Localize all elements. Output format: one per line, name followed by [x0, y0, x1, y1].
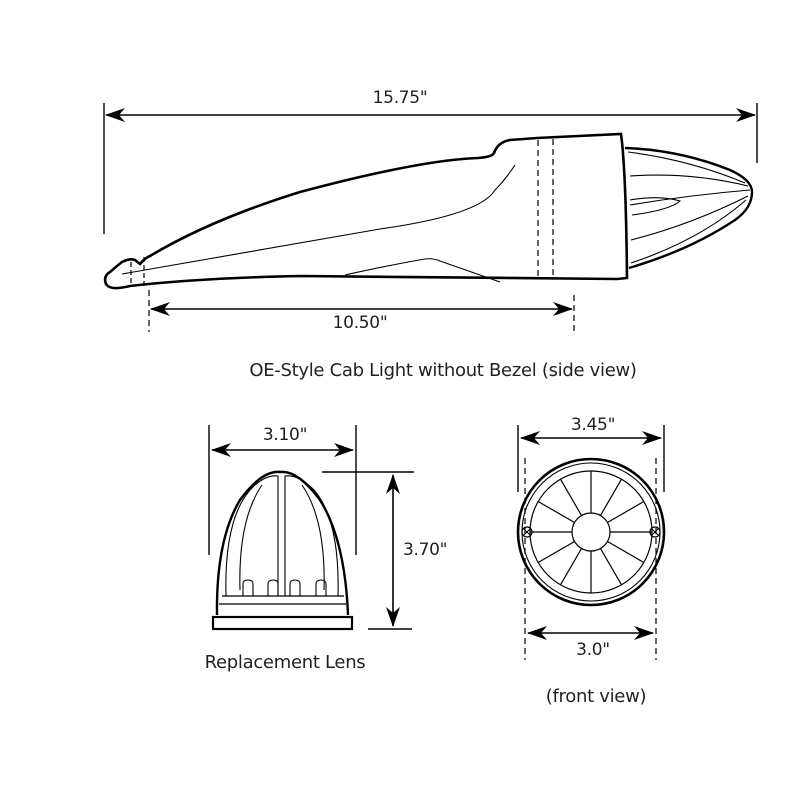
lens-rib — [239, 484, 263, 591]
side-view-drawing — [103, 103, 758, 332]
cab-light-body-outline — [103, 132, 629, 290]
lens-rib — [301, 484, 325, 591]
lens-caption: Replacement Lens — [204, 652, 366, 673]
front-view-caption: (front view) — [545, 686, 647, 707]
lens-outline — [215, 470, 350, 616]
overall-length-label: 15.75" — [372, 88, 428, 108]
lens-dome-outline — [624, 146, 754, 270]
lens-rib — [629, 189, 751, 206]
lens-rib — [629, 174, 749, 187]
screw-icon — [523, 528, 531, 536]
lens-flange — [211, 615, 354, 631]
outer-rim — [516, 457, 666, 607]
replacement-lens-drawing — [208, 425, 414, 631]
lens-post — [315, 579, 327, 596]
lens-hub — [571, 512, 611, 552]
lens-rib — [284, 475, 339, 597]
front-view-drawing — [516, 425, 666, 660]
outer-diameter-label: 3.45" — [570, 415, 616, 435]
lens-width-label: 3.10" — [262, 425, 308, 445]
inner-diameter-label: 3.0" — [576, 640, 610, 660]
lens-post — [242, 579, 254, 596]
body-contour-line — [121, 164, 516, 275]
base-length-label: 10.50" — [332, 313, 388, 333]
side-view-caption: OE-Style Cab Light without Bezel (side v… — [249, 360, 637, 381]
lens-rib — [225, 475, 279, 597]
lens-rib — [630, 195, 749, 241]
lens-rib — [630, 199, 747, 264]
lens-spokes — [530, 471, 652, 593]
lens-rib — [629, 197, 682, 216]
lens-post — [289, 579, 301, 596]
lens-height-label: 3.70" — [403, 540, 448, 560]
lens-post — [267, 579, 279, 596]
screw-icon — [521, 526, 533, 538]
screw-icon — [651, 528, 659, 536]
lens-rib — [627, 151, 746, 184]
screw-icon — [649, 526, 661, 538]
body-contour-line — [344, 258, 501, 283]
